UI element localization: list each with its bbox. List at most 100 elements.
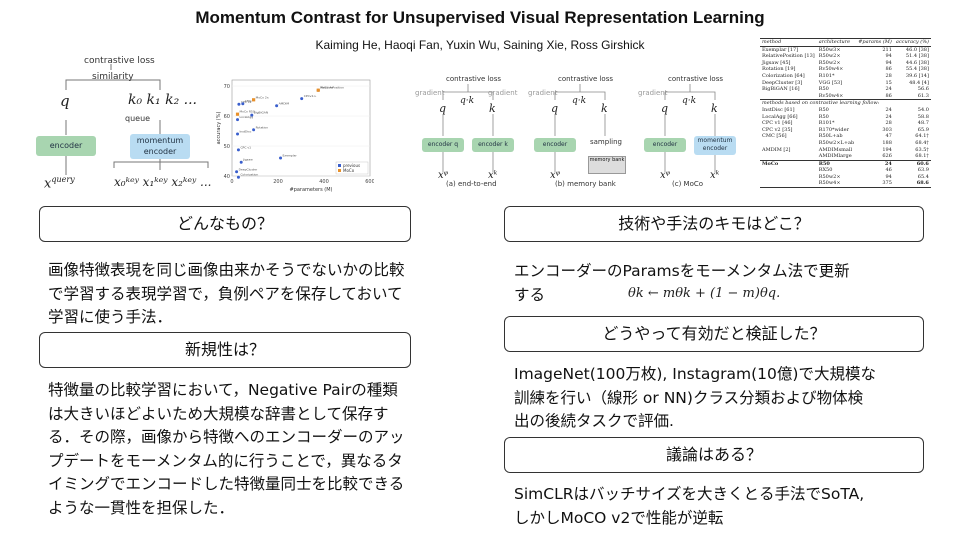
- momentum-encoder-block: momentum encoder: [130, 134, 190, 159]
- table-cell: R50: [818, 113, 829, 120]
- table-cell: 39.6 [14]: [905, 72, 929, 79]
- a-xq: xᵠ: [438, 170, 449, 181]
- table-cell: MoCo: [760, 159, 817, 168]
- table-cell: RX50: [818, 167, 833, 174]
- previous-point: [250, 113, 254, 117]
- previous-point: [236, 148, 240, 152]
- point-label: LocalAgg: [240, 115, 254, 119]
- table-row: Rv50w4× 86 61.3: [760, 93, 931, 100]
- previous-point: [275, 104, 279, 108]
- table-cell: 61.3: [917, 92, 929, 99]
- table-cell: 86: [885, 92, 892, 99]
- point-label: Colorization: [240, 173, 258, 177]
- table-cell: R50w2×L+ab: [818, 139, 855, 146]
- chart-legend: [335, 161, 369, 175]
- table-cell: LocalAgg [66]: [762, 113, 798, 120]
- table-cell: [760, 140, 817, 147]
- table-cell: R50w3×: [818, 46, 841, 53]
- table-cell: 375: [856, 180, 894, 189]
- table-cell: Colorization [64]: [762, 72, 805, 79]
- table-cell: 94: [885, 53, 892, 60]
- section-novelty-heading: 新規性は？: [39, 332, 411, 368]
- c-gradient: gradient: [638, 89, 668, 97]
- point-label: BigBiGAN: [254, 111, 268, 115]
- b-xq: xᵠ: [550, 170, 561, 181]
- table-cell: R50w4×: [816, 180, 857, 189]
- b-memory-bank: memory bank: [588, 156, 626, 174]
- previous-point: [235, 170, 239, 174]
- point-label: Exemplar: [283, 154, 298, 158]
- c-q: q: [661, 102, 669, 115]
- y-tick-label: 60: [224, 114, 230, 120]
- contrastive-loss-label: contrastive loss: [84, 56, 155, 66]
- b-q: q: [551, 102, 559, 115]
- previous-point: [252, 128, 256, 132]
- table-cell: R50w2×: [818, 173, 841, 180]
- paper-title: Momentum Contrast for Unsupervised Visua…: [195, 8, 765, 27]
- previous-point: [279, 156, 283, 160]
- a-encoder-k: encoder k: [472, 138, 514, 152]
- table-cell: [760, 93, 817, 100]
- overview-arrows: [65, 64, 209, 175]
- table-cell: 63.5†: [915, 146, 929, 153]
- point-label: CPCv2-L: [304, 94, 317, 98]
- keys-label: k₀ k₁ k₂ ...: [128, 92, 197, 108]
- table-cell: 44.6 [38]: [905, 59, 929, 66]
- table-cell: R50L+ab: [818, 133, 843, 140]
- caption-end-to-end: (a) end-to-end: [446, 180, 497, 188]
- b-gradient: gradient: [528, 89, 558, 97]
- table-cell: AMDIMsmall: [818, 146, 853, 153]
- caption-memory-bank: (b) memory bank: [555, 180, 616, 188]
- c-encoder: encoder: [644, 138, 686, 152]
- table-cell: 68.1†: [915, 153, 929, 160]
- table-cell: Rotation [19]: [762, 66, 796, 73]
- c-xk: xᵏ: [710, 170, 720, 181]
- y-axis-label: accuracy (%): [216, 112, 222, 145]
- c-qk: q·k: [682, 96, 697, 106]
- point-label: RelativePosition: [320, 86, 344, 90]
- c-momentum-encoder: momentum encoder: [694, 136, 736, 155]
- table-cell: AMDIM [2]: [762, 146, 791, 153]
- a-contrastive-loss: contrastive loss: [446, 75, 502, 83]
- table-cell: 64.1†: [915, 133, 929, 140]
- b-qk: q·k: [572, 96, 587, 106]
- mechanism-arrows: [442, 84, 716, 172]
- point-label: AMDIM: [279, 101, 290, 105]
- caption-moco: (c) MoCo: [672, 180, 704, 188]
- a-gradient-q: gradient: [415, 89, 445, 97]
- section-validation-text: ImageNet(100万枚), Instagram(10億)で大規模な訓練を行…: [514, 365, 876, 430]
- table-cell: 194: [882, 146, 892, 153]
- table-cell: 68.6: [893, 180, 931, 189]
- a-encoder-q: encoder q: [422, 138, 464, 152]
- table-cell: 24: [856, 159, 894, 168]
- x-query-label: xquery: [44, 175, 75, 192]
- table-cell: 56.6: [917, 86, 929, 93]
- x-tick-label: 400: [319, 179, 329, 185]
- section-discussion-heading: 議論はある？: [504, 437, 924, 473]
- table-cell: Rv50w4×: [818, 92, 844, 99]
- table-cell: InstDisc [61]: [762, 106, 795, 113]
- moco-point: [252, 98, 256, 102]
- point-label: CMC: [245, 99, 252, 103]
- legend-swatch: [338, 169, 341, 172]
- point-label: InstDisc: [240, 130, 252, 134]
- b-sampling: sampling: [590, 138, 622, 146]
- table-cell: 58.8: [917, 113, 929, 120]
- section-what-heading: どんなもの？: [39, 206, 411, 242]
- table-cell: 303: [882, 126, 892, 133]
- table-cell: 28: [885, 72, 892, 79]
- legend-label: previous: [343, 163, 360, 168]
- x-tick-label: 600: [365, 179, 374, 185]
- table-cell: DeepCluster [3]: [762, 79, 803, 86]
- a-gradient-k: gradient: [488, 89, 518, 97]
- table-cell: Exemplar [17]: [762, 46, 799, 53]
- table-cell: R50: [816, 159, 857, 168]
